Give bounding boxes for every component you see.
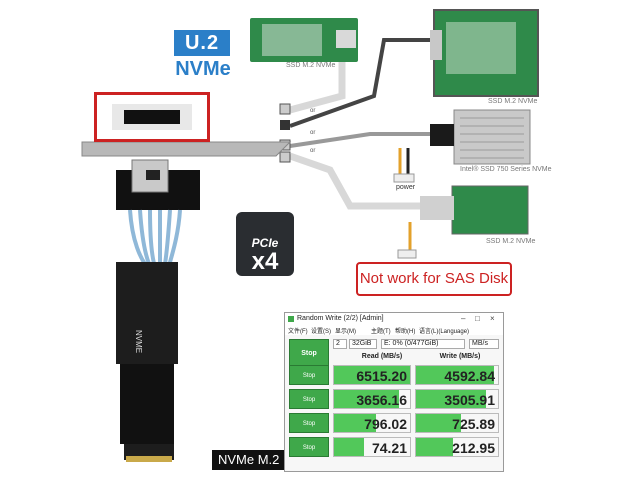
label-or-2: or: [310, 130, 316, 136]
pcie-label: PCIe: [251, 236, 279, 250]
pcie-bracket: [81, 141, 292, 210]
stop-button-row-1[interactable]: Stop: [289, 365, 329, 385]
read-text-row-4: 74.21: [371, 440, 407, 456]
write-value-row-4: 212.95: [415, 437, 499, 457]
menu-bar: 文件(F) 设置(S) 显示(M) 主题(T) 帮助(H) 语言(L)(Lang…: [285, 325, 503, 335]
pcie-x4-badge: PCIe x4: [236, 212, 294, 276]
menu-display[interactable]: 显示(M): [335, 329, 356, 335]
read-bar-row-4: [334, 438, 365, 456]
nvme-m2-label: NVMe M.2: [212, 450, 286, 470]
label-or-1: or: [310, 108, 316, 114]
stop-button-row-4[interactable]: Stop: [289, 437, 329, 457]
label-intel: Intel® SSD 750 Series NVMe: [460, 166, 552, 173]
write-header: Write (MB/s): [439, 353, 481, 360]
read-bar-row-3: [334, 414, 376, 432]
m2-host-board: NVME: [116, 262, 178, 462]
read-bar-row-2: [334, 390, 399, 408]
read-value-row-1: 6515.20: [333, 365, 411, 385]
drive-select[interactable]: E: 0% (0/477GiB): [381, 339, 465, 349]
stop-button-row-3[interactable]: Stop: [289, 413, 329, 433]
read-header: Read (MB/s): [361, 353, 403, 360]
menu-help[interactable]: 帮助(H): [395, 329, 416, 335]
test-count-select[interactable]: 2: [333, 339, 347, 349]
write-value-row-2: 3505.91: [415, 389, 499, 409]
menu-settings[interactable]: 设置(S): [311, 329, 331, 335]
stop-button-row-2[interactable]: Stop: [289, 389, 329, 409]
label-ssd-m2-bottom: SSD M.2 NVMe: [486, 238, 536, 245]
app-icon: [288, 316, 294, 322]
read-value-row-2: 3656.16: [333, 389, 411, 409]
read-bar-row-1: [334, 366, 410, 384]
write-bar-row-1: [416, 366, 494, 384]
write-value-row-1: 4592.84: [415, 365, 499, 385]
sas-warning: Not work for SAS Disk: [356, 262, 512, 296]
blue-cables: [128, 209, 182, 272]
window-title: Random Write (2/2) [Admin]: [297, 315, 384, 322]
write-text-row-3: 725.89: [452, 416, 495, 432]
menu-theme[interactable]: 主题(T): [371, 329, 391, 335]
svg-text:NVME: NVME: [134, 330, 143, 353]
write-bar-row-4: [416, 438, 453, 456]
test-size-select[interactable]: 32GiB: [349, 339, 377, 349]
menu-file[interactable]: 文件(F): [288, 329, 308, 335]
sff-port-zoom: [94, 92, 210, 142]
u2-badge: U.2: [174, 30, 230, 56]
write-text-row-1: 4592.84: [444, 368, 495, 384]
benchmark-window: Random Write (2/2) [Admin] – □ × 文件(F) 设…: [284, 312, 504, 472]
u2-badge-nvme: NVMe: [175, 58, 231, 80]
window-titlebar: Random Write (2/2) [Admin] – □ ×: [285, 313, 503, 326]
u2-bay-top-right: [430, 9, 539, 97]
maximize-icon[interactable]: □: [475, 314, 480, 323]
label-power: power: [396, 184, 416, 191]
read-text-row-3: 796.02: [364, 416, 407, 432]
read-text-row-2: 3656.16: [356, 392, 407, 408]
label-or-3: or: [310, 148, 316, 154]
read-text-row-1: 6515.20: [356, 368, 407, 384]
write-text-row-2: 3505.91: [444, 392, 495, 408]
unit-select[interactable]: MB/s: [469, 339, 499, 349]
x4-label: x4: [251, 248, 279, 275]
close-icon[interactable]: ×: [490, 314, 495, 323]
write-value-row-3: 725.89: [415, 413, 499, 433]
read-value-row-4: 74.21: [333, 437, 411, 457]
write-bar-row-2: [416, 390, 486, 408]
write-bar-row-3: [416, 414, 462, 432]
menu-language[interactable]: 语言(L)(Language): [419, 329, 470, 335]
read-value-row-3: 796.02: [333, 413, 411, 433]
minimize-icon[interactable]: –: [461, 314, 466, 323]
intel-ssd-heatsink: [430, 109, 531, 165]
label-ssd-m2-right: SSD M.2 NVMe: [488, 98, 538, 105]
m2-adapter-board-top: [250, 18, 358, 62]
write-text-row-4: 212.95: [452, 440, 495, 456]
stop-all-button[interactable]: Stop: [289, 339, 329, 367]
m2-adapter-board-bottom: [420, 185, 529, 235]
label-ssd-m2-top: SSD M.2 NVMe: [286, 62, 336, 69]
